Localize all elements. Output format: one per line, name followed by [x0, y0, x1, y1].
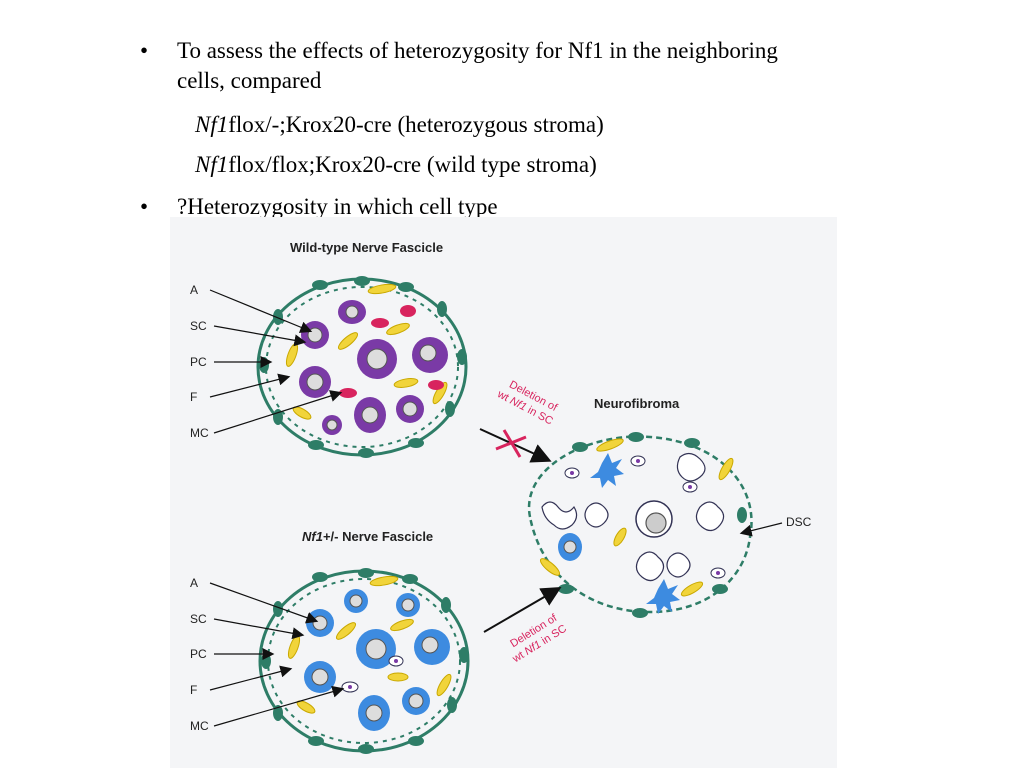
- figure-svg: Wild-type Nerve Fascicle: [170, 217, 837, 768]
- bottom-panel-title-rest: +/- Nerve Fascicle: [323, 529, 433, 544]
- bottom-panel-title-gene: Nf1: [302, 529, 323, 544]
- label-sc: SC: [190, 319, 207, 333]
- right-panel-title: Neurofibroma: [594, 396, 680, 411]
- label-sc: SC: [190, 612, 207, 626]
- upper-deletion-arrow: Deletion of wt Nf1 in SC: [480, 375, 562, 460]
- bullet-text: To assess the effects of heterozygosity …: [177, 36, 817, 96]
- bullet-item-2: • ?Heterozygosity in which cell type: [0, 192, 900, 218]
- heterozygous-fascicle: [260, 568, 469, 754]
- label-mc: MC: [190, 719, 209, 733]
- label-dsc: DSC: [786, 515, 812, 529]
- sub-item-text: flox/flox;Krox20-cre (wild type stroma): [228, 152, 597, 177]
- top-panel-title: Wild-type Nerve Fascicle: [290, 240, 443, 255]
- label-f: F: [190, 390, 197, 404]
- bullet-text: ?Heterozygosity in which cell type: [177, 192, 498, 218]
- label-pc: PC: [190, 355, 207, 369]
- label-f: F: [190, 683, 197, 697]
- bottom-panel-title: Nf1+/- Nerve Fascicle: [302, 529, 433, 544]
- label-a: A: [190, 283, 198, 297]
- gene-name: Nf1: [195, 112, 228, 137]
- sub-item-wildtype: Nf1flox/flox;Krox20-cre (wild type strom…: [195, 150, 597, 180]
- gene-name: Nf1: [195, 152, 228, 177]
- lower-deletion-arrow: Deletion of wt Nf1 in SC: [484, 589, 569, 666]
- top-cell-labels: A SC PC F MC: [190, 283, 209, 440]
- neurofibroma: [529, 432, 751, 618]
- wildtype-fascicle: [258, 276, 467, 458]
- dsc-pointer-line: [742, 523, 782, 533]
- sub-item-heterozygous: Nf1flox/-;Krox20-cre (heterozygous strom…: [195, 110, 604, 140]
- bullet-marker: •: [140, 192, 148, 218]
- label-mc: MC: [190, 426, 209, 440]
- bottom-cell-labels: A SC PC F MC: [190, 576, 209, 733]
- bullet-marker: •: [140, 36, 148, 66]
- label-pc: PC: [190, 647, 207, 661]
- schwann-cells-blue: [304, 589, 450, 731]
- nerve-fascicle-figure: Wild-type Nerve Fascicle: [170, 217, 837, 768]
- sub-item-text: flox/-;Krox20-cre (heterozygous stroma): [228, 112, 604, 137]
- label-a: A: [190, 576, 198, 590]
